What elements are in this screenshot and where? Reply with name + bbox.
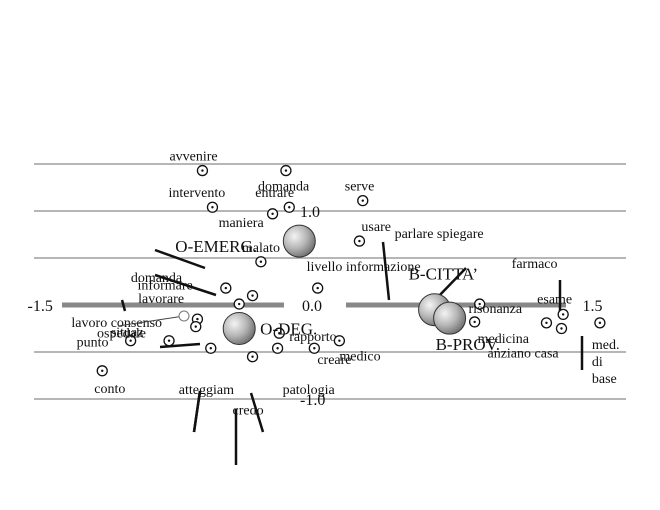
word-marker-dot-14: [278, 332, 281, 335]
word-label-15: medico: [339, 350, 380, 365]
word-label-3: intervento: [168, 186, 225, 201]
word-marker-dot-22: [101, 369, 104, 372]
word-label-11: lavorare: [138, 292, 184, 307]
x-tick-label-1: 0.0: [302, 298, 322, 315]
y-tick-label-1: -1.0: [300, 392, 325, 409]
word-label-4: entrare: [255, 186, 294, 201]
leader-line-23: [381, 241, 391, 301]
leader-line-10: [154, 273, 217, 297]
word-marker-dot-9: [316, 286, 319, 290]
group-marker-0: [282, 224, 316, 258]
word-label-0: avvenire: [169, 150, 217, 165]
word-marker-dot-4: [288, 206, 291, 209]
word-label-20: patologia: [283, 383, 336, 398]
word-label-7: malato: [242, 241, 280, 256]
word-marker-dot-2: [361, 199, 364, 202]
word-marker-dot-27: [545, 321, 548, 325]
word-marker-dot-18: [313, 347, 316, 350]
word-marker-dot-20: [276, 347, 279, 350]
group-marker-3: [433, 301, 467, 335]
word-marker-dot-15: [338, 339, 341, 342]
open-marker: [178, 310, 190, 322]
word-label-29-1: di: [592, 355, 603, 370]
y-tick-label-0: 1.0: [300, 204, 320, 221]
leader-line-8: [154, 248, 206, 270]
word-marker-dot-8: [224, 286, 228, 290]
word-label-23: parlare spiegare: [395, 227, 484, 242]
word-label-14: rapporto: [289, 330, 336, 345]
word-label-8: domanda: [131, 271, 183, 286]
word-label-18: creare: [317, 353, 351, 368]
word-label-22: conto: [94, 382, 125, 397]
word-marker-dot-7: [259, 260, 263, 263]
word-label-19: atteggiam: [179, 383, 234, 398]
group-label-3: B-PROV.: [436, 335, 500, 354]
x-tick-label-2: 1.5: [583, 298, 603, 315]
word-label-10: informare: [138, 279, 193, 294]
word-label-2: serve: [345, 180, 375, 195]
word-marker-dot-5: [271, 212, 274, 216]
leader-line-19: [192, 390, 202, 433]
word-label-21: credo: [233, 404, 264, 419]
word-marker-dot-1: [284, 169, 288, 172]
word-marker-dot-3: [211, 206, 214, 209]
word-label-28: anziano casa: [487, 347, 559, 362]
word-label-16: punto: [77, 336, 109, 351]
word-marker-dot-21: [251, 355, 254, 358]
word-marker-dot-0: [201, 169, 204, 172]
word-label-17: ospedale: [97, 327, 146, 342]
word-label-29-2: base: [592, 372, 617, 387]
word-marker-dot-11: [237, 302, 241, 306]
word-label-9: livello informazione: [307, 260, 421, 275]
x-axis-bar-left: [62, 302, 284, 308]
group-marker-1: [222, 312, 256, 345]
x-tick-label-0: -1.5: [28, 298, 53, 315]
leader-line-20: [249, 392, 265, 433]
word-marker-dot-29: [598, 321, 602, 325]
leader-line-11: [120, 299, 127, 312]
word-label-27: risonanza: [468, 302, 522, 317]
leader-line-thin: [117, 315, 185, 327]
word-label-6: usare: [361, 220, 391, 235]
word-label-25: esame: [537, 292, 572, 307]
word-marker-dot-16: [129, 339, 132, 342]
group-label-2: B-CITTA’: [409, 265, 478, 284]
word-label-26: medicina: [478, 332, 530, 347]
word-label-13: situaz: [111, 326, 144, 341]
word-marker-dot-13: [194, 325, 197, 328]
word-label-29-0: med.: [592, 338, 620, 353]
group-label-1: O-DEG.: [260, 320, 317, 339]
leader-line-13: [159, 342, 201, 349]
word-marker-dot-25: [561, 313, 565, 316]
word-label-24: farmaco: [512, 257, 558, 272]
group-label-0: O-EMERG.: [175, 237, 257, 256]
word-marker-dot-19: [209, 347, 212, 350]
word-marker-dot-10: [251, 294, 254, 297]
word-marker-dot-28: [560, 327, 563, 330]
word-label-5: maniera: [219, 216, 265, 231]
word-marker-dot-12: [196, 317, 199, 321]
word-marker-dot-6: [358, 239, 361, 243]
word-marker-dot-17: [167, 339, 171, 342]
word-label-1: domanda: [258, 180, 310, 195]
word-marker-dot-24: [478, 302, 481, 306]
word-label-12: lavoro consenso: [71, 316, 162, 331]
word-marker-dot-26: [473, 320, 476, 324]
